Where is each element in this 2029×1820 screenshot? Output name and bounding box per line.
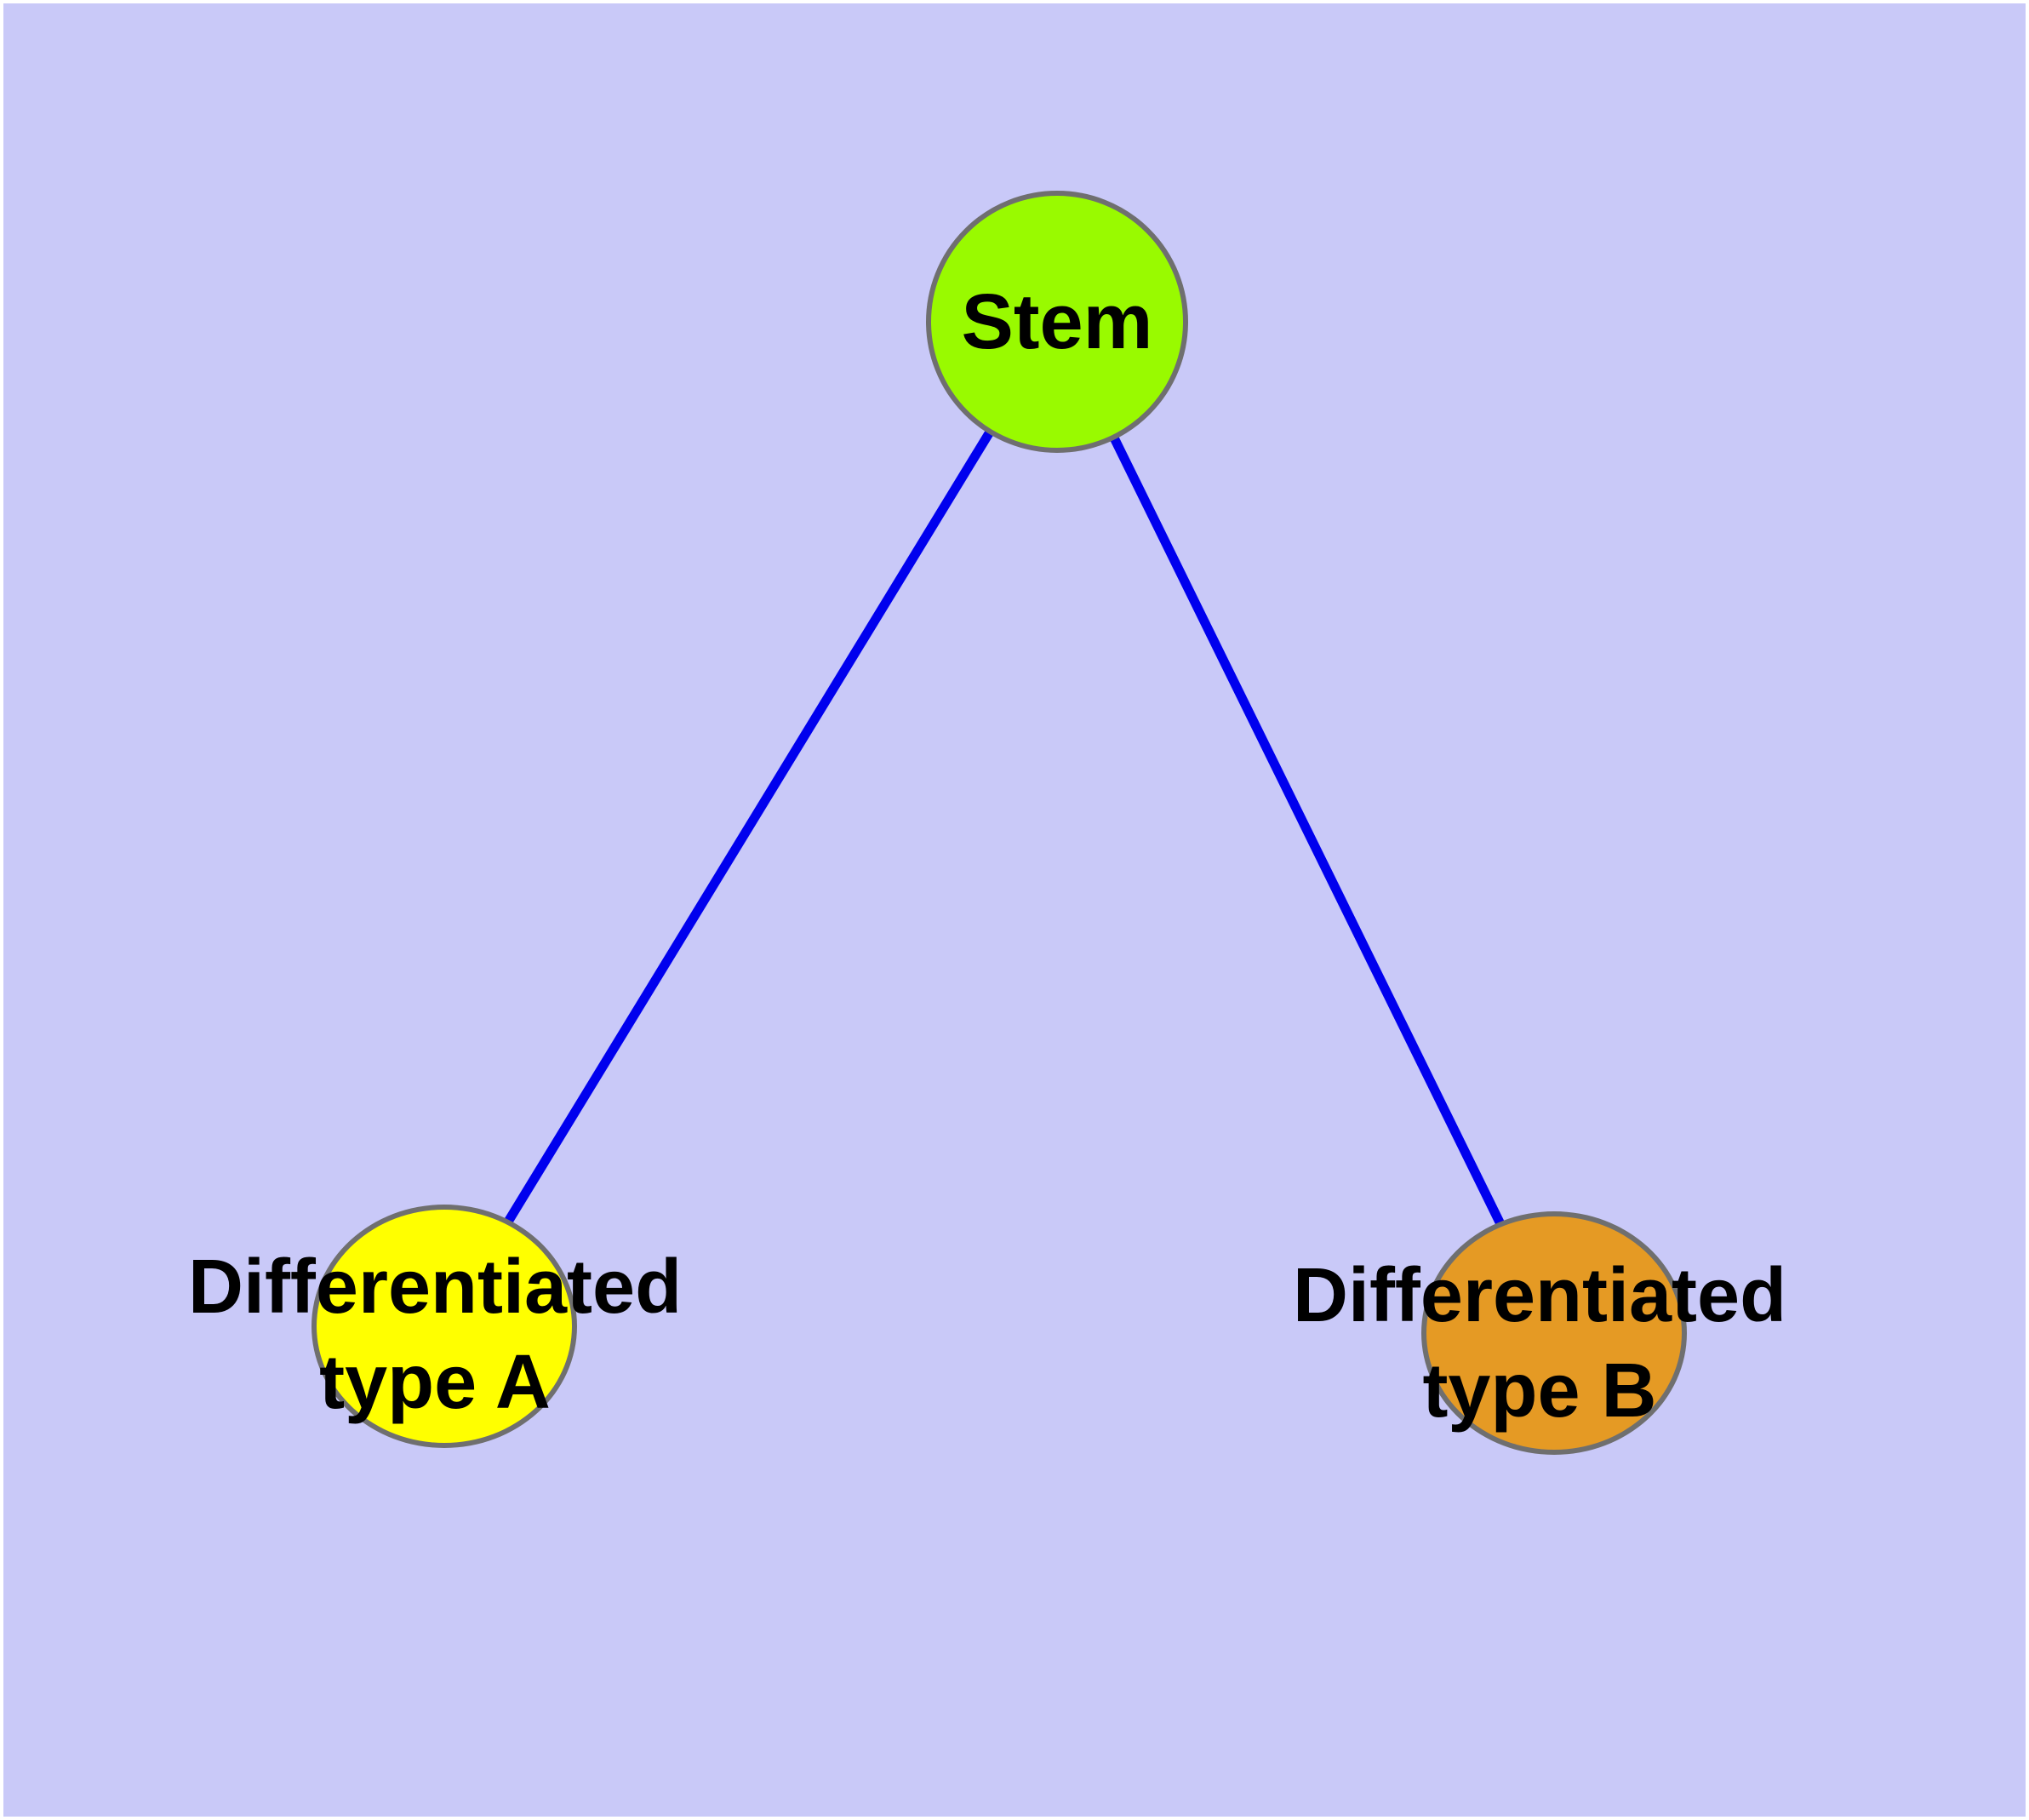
type-b-label-line-2: type B [1422, 1348, 1657, 1434]
edges-layer [440, 319, 1558, 1336]
type-b-label-line-1: Differentiated [1292, 1253, 1787, 1338]
node-stem: Stem [926, 191, 1188, 453]
type-a-label-line-2: type A [319, 1340, 551, 1425]
node-differentiated-type-a [311, 1205, 577, 1448]
edge-stem-to-type-a [440, 319, 1061, 1329]
type-a-label-line-1: Differentiated [187, 1245, 683, 1330]
edge-stem-to-type-b [1053, 319, 1558, 1336]
node-stem-label: Stem [961, 278, 1153, 365]
diagram-canvas: Stem Differentiated type A Differentiate… [3, 3, 2026, 1817]
node-differentiated-type-b-label: Differentiated type B [1293, 1248, 1786, 1439]
node-differentiated-type-a-label: Differentiated type A [188, 1239, 682, 1430]
node-differentiated-type-b [1421, 1211, 1687, 1455]
